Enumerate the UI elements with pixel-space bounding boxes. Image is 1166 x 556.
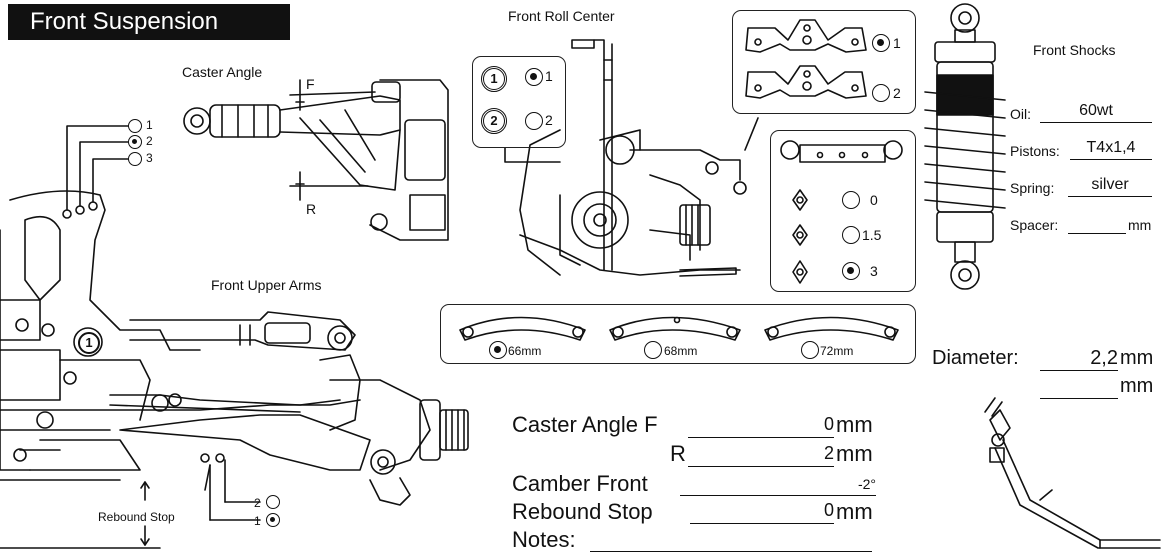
- camber-label: Camber Front: [512, 471, 648, 496]
- bridge-radio-1[interactable]: [872, 34, 890, 52]
- caster-r-setup-label: R: [670, 441, 686, 466]
- hole-leader-lines: [66, 125, 129, 211]
- diameter-unit: mm: [1120, 347, 1154, 369]
- tie-rods-drawing: [459, 316, 899, 341]
- bridge-radio-2[interactable]: [872, 84, 890, 102]
- tie-rod-label-72: 72mm: [820, 344, 854, 358]
- caster-f-field[interactable]: [688, 437, 834, 438]
- caster-r-unit: mm: [836, 441, 873, 466]
- caster-f-unit: mm: [836, 412, 873, 437]
- diameter-label: Diameter:: [932, 347, 1019, 369]
- upper-arm-badge: 1: [78, 332, 100, 354]
- hole-radio-3[interactable]: [128, 152, 142, 166]
- roll-center-badge-1: 1: [481, 66, 507, 92]
- shock-drawing: [924, 3, 1006, 290]
- caster-r-value: 2: [823, 443, 834, 463]
- spacer-radio-0[interactable]: [842, 191, 860, 209]
- pistons-field[interactable]: [1070, 159, 1152, 160]
- spring-value: silver: [1091, 176, 1129, 193]
- bridge-plates-panel: [732, 10, 916, 114]
- tie-rod-label-68: 68mm: [664, 344, 698, 358]
- roll-spacer-drawing: [780, 140, 903, 284]
- spacer-label-1-5: 1.5: [862, 227, 882, 243]
- spacer-leader: [744, 117, 759, 151]
- roll-center-leader: [504, 147, 561, 163]
- diameter-unit-2: mm: [1120, 375, 1154, 397]
- spacer-radio-1-5[interactable]: [842, 226, 860, 244]
- pistons-label: Pistons:: [1010, 143, 1060, 159]
- shocks-heading: Front Shocks: [1033, 42, 1116, 58]
- rebound-setup-label: Rebound Stop: [512, 499, 653, 524]
- bridge-label-1: 1: [893, 35, 901, 51]
- caster-r-field[interactable]: [688, 466, 834, 467]
- caster-block-drawing: [183, 79, 449, 241]
- rebound-radio-1[interactable]: [266, 513, 280, 527]
- spacer-unit: mm: [1128, 217, 1152, 233]
- spacer-label-0: 0: [870, 192, 878, 208]
- spacer-label-3: 3: [870, 263, 878, 279]
- spacer-radio-3[interactable]: [842, 262, 860, 280]
- hole-label-1: 1: [146, 118, 153, 132]
- rebound-label-1: 1: [254, 514, 261, 528]
- notes-label: Notes:: [512, 527, 576, 552]
- rebound-field[interactable]: [690, 523, 834, 524]
- hole-label-2: 2: [146, 134, 153, 148]
- diameter-field-2[interactable]: [1040, 398, 1118, 399]
- tie-rod-radio-72[interactable]: [801, 341, 819, 359]
- roll-center-label-1: 1: [545, 68, 553, 84]
- hole-radio-2[interactable]: [128, 135, 142, 149]
- upper-arm-drawing: [109, 311, 469, 521]
- tie-rod-radio-68[interactable]: [644, 341, 662, 359]
- page-title: Front Suspension: [8, 4, 290, 40]
- oil-value: 60wt: [1079, 102, 1113, 119]
- camber-field[interactable]: [680, 495, 876, 496]
- link-drawing: [984, 397, 1161, 549]
- roll-center-radio-2[interactable]: [525, 112, 543, 130]
- roll-center-drawing: [519, 39, 747, 277]
- chassis-drawing: [0, 190, 361, 481]
- hole-radio-1[interactable]: [128, 119, 142, 133]
- rebound-unit: mm: [836, 499, 873, 524]
- camber-value: -2°: [857, 476, 876, 492]
- spring-field[interactable]: [1068, 196, 1152, 197]
- tie-rods-panel: [440, 304, 916, 364]
- rebound-stop-marker: [0, 481, 161, 549]
- hole-label-3: 3: [146, 151, 153, 165]
- oil-label: Oil:: [1010, 106, 1031, 122]
- bridge-plates-drawing: [745, 19, 867, 99]
- caster-heading: Caster Angle: [182, 64, 263, 80]
- rebound-label-2: 2: [254, 496, 261, 510]
- spring-label: Spring:: [1010, 180, 1055, 196]
- diameter-value: 2,2: [1090, 347, 1118, 369]
- caster-f-value: 0: [823, 414, 834, 434]
- caster-r-label: R: [306, 201, 317, 217]
- spacer-field[interactable]: [1068, 233, 1126, 234]
- pistons-value: T4x1,4: [1086, 139, 1136, 156]
- roll-center-radio-1[interactable]: [525, 68, 543, 86]
- bridge-label-2: 2: [893, 85, 901, 101]
- roll-spacer-panel: [770, 130, 916, 292]
- tie-rod-radio-66[interactable]: [489, 341, 507, 359]
- roll-center-panel: [472, 56, 566, 148]
- rebound-radio-2[interactable]: [266, 495, 280, 509]
- diameter-field[interactable]: [1040, 370, 1118, 371]
- notes-field[interactable]: [590, 551, 872, 552]
- oil-field[interactable]: [1040, 122, 1152, 123]
- caster-f-label: F: [306, 76, 315, 92]
- roll-center-heading: Front Roll Center: [508, 8, 615, 24]
- spacer-label: Spacer:: [1010, 217, 1059, 233]
- rebound-stop-label: Rebound Stop: [98, 510, 175, 524]
- rebound-value: 0: [823, 500, 834, 520]
- roll-center-badge-2: 2: [481, 108, 507, 134]
- roll-center-label-2: 2: [545, 112, 553, 128]
- tie-rod-label-66: 66mm: [508, 344, 542, 358]
- upper-arms-heading: Front Upper Arms: [211, 277, 322, 293]
- caster-f-setup-label: Caster Angle F: [512, 412, 658, 437]
